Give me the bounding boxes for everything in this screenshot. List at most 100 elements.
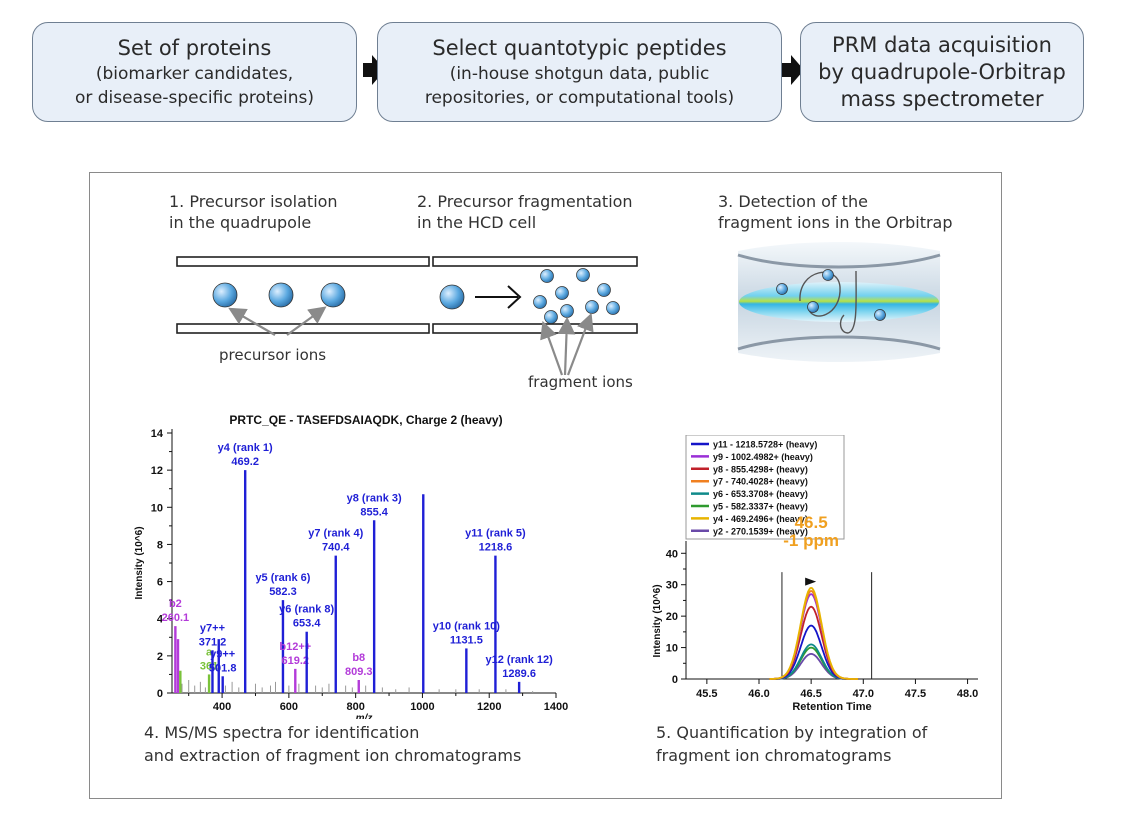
x-axis-label: Retention Time	[792, 701, 871, 713]
x-tick-label: 400	[213, 701, 231, 713]
peak-label: y7 (rank 4)	[308, 528, 363, 540]
y-tick-label: 10	[666, 643, 678, 655]
peak-label: y6 (rank 8)	[279, 604, 334, 616]
x-tick-label: 46.5	[800, 688, 821, 700]
y-tick-label: 10	[151, 502, 163, 514]
peak-label: y10 (rank 10)	[433, 620, 501, 632]
pointer-arrow-icon	[566, 312, 594, 376]
peak-marker-icon	[805, 577, 817, 586]
x-tick-label: 1200	[477, 701, 501, 713]
fragment-ion-icon	[807, 301, 819, 313]
y-tick-label: 2	[157, 651, 163, 663]
quadrupole-rod-top	[176, 256, 430, 267]
peak-value-label: 260.1	[162, 612, 190, 624]
fragment-ions-label: fragment ions	[528, 373, 633, 391]
x-tick-label: 46.0	[748, 688, 769, 700]
orbitrap-diagram	[737, 242, 941, 362]
step-5-line: fragment ion chromatograms	[656, 746, 892, 765]
workflow-panel: 1. Precursor isolation in the quadrupole…	[89, 172, 1002, 799]
legend-entry: y2 - 270.1539+ (heavy)	[713, 526, 808, 536]
series-line	[769, 590, 859, 680]
peak-label: y9++	[210, 648, 235, 660]
peak-value-label: 501.8	[209, 662, 237, 674]
step-3-line: 3. Detection of the	[718, 192, 868, 211]
peak-value-label: 1289.6	[502, 668, 536, 680]
fragment-ion-icon	[874, 309, 886, 321]
precursor-ion-icon	[268, 282, 294, 308]
chart-legend: y11 - 1218.5728+ (heavy) y9 - 1002.4982+ …	[685, 435, 845, 540]
legend-entry: y7 - 740.4028+ (heavy)	[713, 477, 808, 487]
hcd-cell-diagram	[432, 256, 638, 376]
quadrupole-rod-bottom	[176, 323, 430, 334]
flow-box-line: PRM data acquisition	[832, 32, 1052, 57]
peak-label: y5 (rank 6)	[255, 572, 310, 584]
peak-value-label: 653.4	[293, 618, 321, 630]
ion-orbit-band	[739, 282, 939, 322]
pointer-arrow-icon	[557, 316, 576, 376]
peak-label: y8 (rank 3)	[347, 492, 402, 504]
precursor-ion-icon	[212, 282, 238, 308]
step-1-title: 1. Precursor isolation in the quadrupole	[169, 191, 338, 233]
legend-entry: y5 - 582.3337+ (heavy)	[713, 502, 808, 512]
precursor-ion-icon	[320, 282, 346, 308]
step-1-line: 1. Precursor isolation	[169, 192, 338, 211]
step-2-line: 2. Precursor fragmentation	[417, 192, 633, 211]
flow-box-line: mass spectrometer	[840, 86, 1044, 111]
pointer-arrow-icon	[228, 307, 276, 336]
step-2-line: in the HCD cell	[417, 213, 537, 232]
x-axis-label: m/z	[356, 713, 373, 719]
legend-entry: y9 - 1002.4982+ (heavy)	[713, 452, 813, 462]
quadrupole-diagram	[176, 256, 430, 336]
y-axis-label: Intensity (10^6)	[652, 584, 663, 657]
x-tick-label: 48.0	[957, 688, 978, 700]
peak-label: y7++	[200, 622, 225, 634]
series-line	[769, 646, 859, 680]
y-tick-label: 40	[666, 548, 678, 560]
series-line	[769, 593, 859, 680]
peak-value-label: 855.4	[360, 506, 388, 518]
flow-arrow-icon	[782, 55, 804, 85]
y-tick-label: 0	[672, 674, 678, 686]
legend-entry: y6 - 653.3708+ (heavy)	[713, 489, 808, 499]
x-tick-label: 1000	[410, 701, 434, 713]
peak-value-label: 371.2	[199, 636, 227, 648]
legend-entry: y4 - 469.2496+ (heavy)	[713, 514, 808, 524]
flow-box-prm: PRM data acquisition by quadrupole-Orbit…	[800, 22, 1084, 122]
peak-value-label: 809.3	[345, 666, 373, 678]
precursor-ions-label: precursor ions	[219, 346, 327, 364]
legend-entry: y8 - 855.4298+ (heavy)	[713, 464, 808, 474]
chromatogram-chart: y11 - 1218.5728+ (heavy) y9 - 1002.4982+ …	[652, 435, 978, 713]
step-4-line: 4. MS/MS spectra for identification	[144, 723, 420, 742]
peak-ppm-label: -1 ppm	[783, 531, 839, 550]
flow-box-title: Select quantotypic peptides	[432, 35, 727, 60]
hcd-rod-top	[432, 256, 638, 267]
y-tick-label: 30	[666, 580, 678, 592]
x-tick-label: 45.5	[696, 688, 717, 700]
x-tick-label: 1400	[544, 701, 568, 713]
peak-value-label: 1131.5	[450, 634, 483, 646]
step-5-line: 5. Quantification by integration of	[656, 723, 928, 742]
peak-label: b8	[352, 652, 365, 664]
flow-box-subtitle: or disease-specific proteins)	[74, 87, 315, 108]
flow-box-subtitle: repositories, or computational tools)	[424, 87, 735, 108]
chart-title: PRTC_QE - TASEFDSAIAQDK, Charge 2 (heavy…	[229, 413, 502, 427]
x-tick-label: 47.0	[853, 688, 874, 700]
legend-entry: y11 - 1218.5728+ (heavy)	[713, 440, 817, 450]
series-line	[769, 652, 859, 680]
y-tick-label: 4	[157, 614, 164, 626]
step-1-line: in the quadrupole	[169, 213, 312, 232]
y-tick-label: 8	[157, 539, 163, 551]
flow-box-title: Set of proteins	[117, 35, 272, 60]
pointer-arrow-icon	[540, 320, 564, 376]
peak-rt-label: 46.5	[795, 513, 828, 532]
legend-box	[685, 435, 845, 540]
flow-arrow-icon	[363, 55, 385, 85]
peak-label: y11 (rank 5)	[465, 528, 526, 540]
y-tick-label: 6	[157, 577, 163, 589]
peak-label: b2	[169, 598, 182, 610]
peak-label: a	[206, 646, 213, 658]
step-4-line: and extraction of fragment ion chromatog…	[144, 746, 522, 765]
flow-box-proteins: Set of proteins (biomarker candidates, o…	[32, 22, 357, 122]
peak-label: y4 (rank 1)	[218, 442, 273, 454]
pointer-arrow-icon	[286, 306, 327, 336]
